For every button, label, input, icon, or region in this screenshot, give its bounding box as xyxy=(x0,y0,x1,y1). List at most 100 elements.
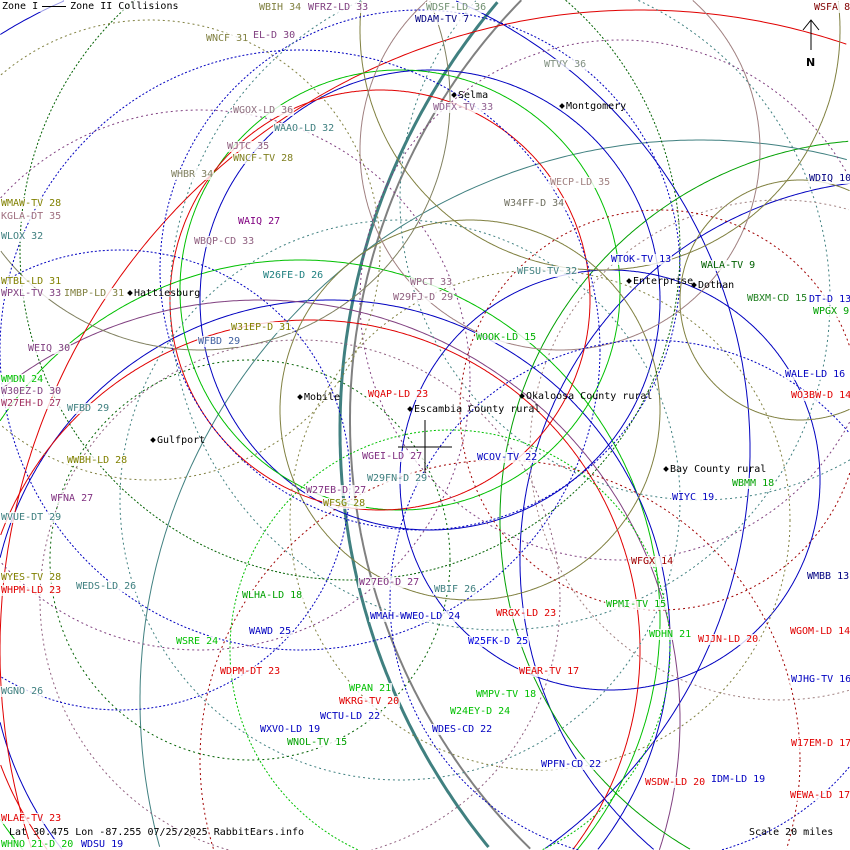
station-label[interactable]: W27EO-D 27 xyxy=(358,577,421,588)
station-label[interactable]: WDSU 19 xyxy=(80,839,125,850)
station-label[interactable]: WPGX 9 xyxy=(812,306,850,317)
station-label[interactable]: WLOX 32 xyxy=(0,231,45,242)
station-label[interactable]: WBIH 34 xyxy=(258,2,303,13)
station-label[interactable]: WGOM-LD 14 xyxy=(789,626,850,637)
station-label[interactable]: WTVY 36 xyxy=(543,59,588,70)
station-label[interactable]: WJTC 35 xyxy=(226,141,271,152)
station-label[interactable]: WRGX-LD 23 xyxy=(495,608,558,619)
station-label[interactable]: WWBH-LD 28 xyxy=(66,455,129,466)
station-label[interactable]: WPMI-TV 15 xyxy=(605,599,668,610)
city-dot-icon xyxy=(127,290,133,296)
station-label[interactable]: WNCF-TV 28 xyxy=(232,153,295,164)
city-name: Mobile xyxy=(304,392,341,403)
coverage-contour xyxy=(399,0,850,501)
station-label[interactable]: WDHN 21 xyxy=(648,629,693,640)
station-label[interactable]: WSRE 24 xyxy=(175,636,220,647)
station-label[interactable]: WAWD 25 xyxy=(248,626,293,637)
station-label[interactable]: WBQP-CD 33 xyxy=(193,236,256,247)
station-label[interactable]: WPCT 33 xyxy=(409,277,454,288)
city-marker: Selma xyxy=(451,90,488,101)
station-label[interactable]: WMDN 24 xyxy=(0,374,45,385)
station-label[interactable]: WNOL-TV 15 xyxy=(286,737,349,748)
station-label[interactable]: W27EB-D 27 xyxy=(305,485,368,496)
station-label[interactable]: WGEI-LD 27 xyxy=(361,451,424,462)
station-label[interactable]: WGOX-LD 36 xyxy=(232,105,295,116)
station-label[interactable]: WMBB 13 xyxy=(806,571,850,582)
station-label[interactable]: WNCF 31 xyxy=(205,33,250,44)
station-label[interactable]: WFSG 28 xyxy=(322,498,367,509)
station-label[interactable]: WSFA 8 xyxy=(813,2,850,13)
station-label[interactable]: WEDS-LD 26 xyxy=(75,581,138,592)
station-label[interactable]: WPXL-TV 33 xyxy=(0,288,63,299)
station-label[interactable]: WEAR-TV 17 xyxy=(518,666,581,677)
station-label[interactable]: W34FF-D 34 xyxy=(503,198,566,209)
station-label[interactable]: WTOK-TV 13 xyxy=(610,254,673,265)
station-label[interactable]: WXVO-LD 19 xyxy=(259,724,322,735)
station-label[interactable]: WSDW-LD 20 xyxy=(644,777,707,788)
city-dot-icon xyxy=(663,466,669,472)
station-label[interactable]: WHPM-LD 23 xyxy=(0,585,63,596)
station-label[interactable]: WCOV-TV 22 xyxy=(476,452,539,463)
station-label[interactable]: W27EH-D 27 xyxy=(0,398,63,409)
station-label[interactable]: WIYC 19 xyxy=(671,492,716,503)
station-label[interactable]: WHNO 21-D 20 xyxy=(0,839,75,850)
station-label[interactable]: WO3BW-D 14 xyxy=(790,390,850,401)
station-label[interactable]: WKRG-TV 20 xyxy=(338,696,401,707)
station-label[interactable]: WJHG-TV 16 xyxy=(790,674,850,685)
station-label[interactable]: WFSU-TV 32 xyxy=(516,266,579,277)
station-label[interactable]: IMBP-LD 31 xyxy=(63,288,126,299)
station-label[interactable]: WEIQ 30 xyxy=(27,343,72,354)
station-label[interactable]: WFBD 29 xyxy=(66,403,111,414)
station-label[interactable]: WDSF-LD 36 xyxy=(425,2,488,13)
station-label[interactable]: WAIQ 27 xyxy=(237,216,282,227)
station-label[interactable]: WJJN-LD 20 xyxy=(697,634,760,645)
station-label[interactable]: W17EM-D 17 xyxy=(790,738,850,749)
station-label[interactable]: WLAE-TV 23 xyxy=(0,813,63,824)
station-label[interactable]: WDFX-TV 33 xyxy=(432,102,495,113)
station-label[interactable]: WALA-TV 9 xyxy=(700,260,757,271)
station-label[interactable]: WMPV-TV 18 xyxy=(475,689,538,700)
station-label[interactable]: WFGX 14 xyxy=(630,556,675,567)
station-label[interactable]: WDES-CD 22 xyxy=(431,724,494,735)
station-label[interactable]: W29FN-D 29 xyxy=(366,473,429,484)
station-label[interactable]: W26FE-D 26 xyxy=(262,270,325,281)
station-label[interactable]: IDM-LD 19 xyxy=(710,774,767,785)
station-label[interactable]: WAAO-LD 32 xyxy=(273,123,336,134)
station-label[interactable]: W31EP-D 31 xyxy=(230,322,293,333)
station-label[interactable]: DT-D 13 xyxy=(808,294,850,305)
legend-line xyxy=(42,5,67,7)
station-label[interactable]: WLHA-LD 18 xyxy=(241,590,304,601)
station-label[interactable]: WTBL-LD 31 xyxy=(0,276,63,287)
station-label[interactable]: KGLA-DT 35 xyxy=(0,211,63,222)
station-label[interactable]: WGNO 26 xyxy=(0,686,45,697)
station-label[interactable]: WEWA-LD 17 xyxy=(789,790,850,801)
station-label[interactable]: WPFN-CD 22 xyxy=(540,759,603,770)
station-label[interactable]: WFRZ-LD 33 xyxy=(307,2,370,13)
station-label[interactable]: W24EY-D 24 xyxy=(449,706,512,717)
station-label[interactable]: WDAM-TV 7 xyxy=(414,14,471,25)
station-label[interactable]: WVUE-DT 29 xyxy=(0,512,63,523)
station-label[interactable]: WBXM-CD 15 xyxy=(746,293,809,304)
station-label[interactable]: WCTU-LD 22 xyxy=(319,711,382,722)
station-label[interactable]: WQAP-LD 23 xyxy=(367,389,430,400)
station-label[interactable]: WDPM-DT 23 xyxy=(219,666,282,677)
station-label[interactable]: WFBD 29 xyxy=(197,336,242,347)
station-label[interactable]: WMAW-TV 28 xyxy=(0,198,63,209)
station-label[interactable]: WYES-TV 28 xyxy=(0,572,63,583)
station-label[interactable]: EL-D 30 xyxy=(252,30,297,41)
station-label[interactable]: W25FK-D 25 xyxy=(467,636,530,647)
station-label[interactable]: WBMM 18 xyxy=(731,478,776,489)
station-label[interactable]: WMAH-WWEO-LD 24 xyxy=(369,611,462,622)
station-label[interactable]: WALE-LD 16 xyxy=(784,369,847,380)
coverage-contour xyxy=(179,69,621,511)
station-label[interactable]: WHBR 34 xyxy=(170,169,215,180)
station-label[interactable]: WFNA 27 xyxy=(50,493,95,504)
station-label[interactable]: WOOK-LD 15 xyxy=(475,332,538,343)
station-label[interactable]: W29FJ-D 29 xyxy=(392,292,455,303)
station-label[interactable]: WECP-LD 35 xyxy=(549,177,612,188)
station-label[interactable]: W30EZ-D 30 xyxy=(0,386,63,397)
station-label[interactable]: WDIQ 10 xyxy=(808,173,850,184)
station-label[interactable]: WPAN 21 xyxy=(348,683,393,694)
station-label[interactable]: WBIF 26 xyxy=(433,584,478,595)
